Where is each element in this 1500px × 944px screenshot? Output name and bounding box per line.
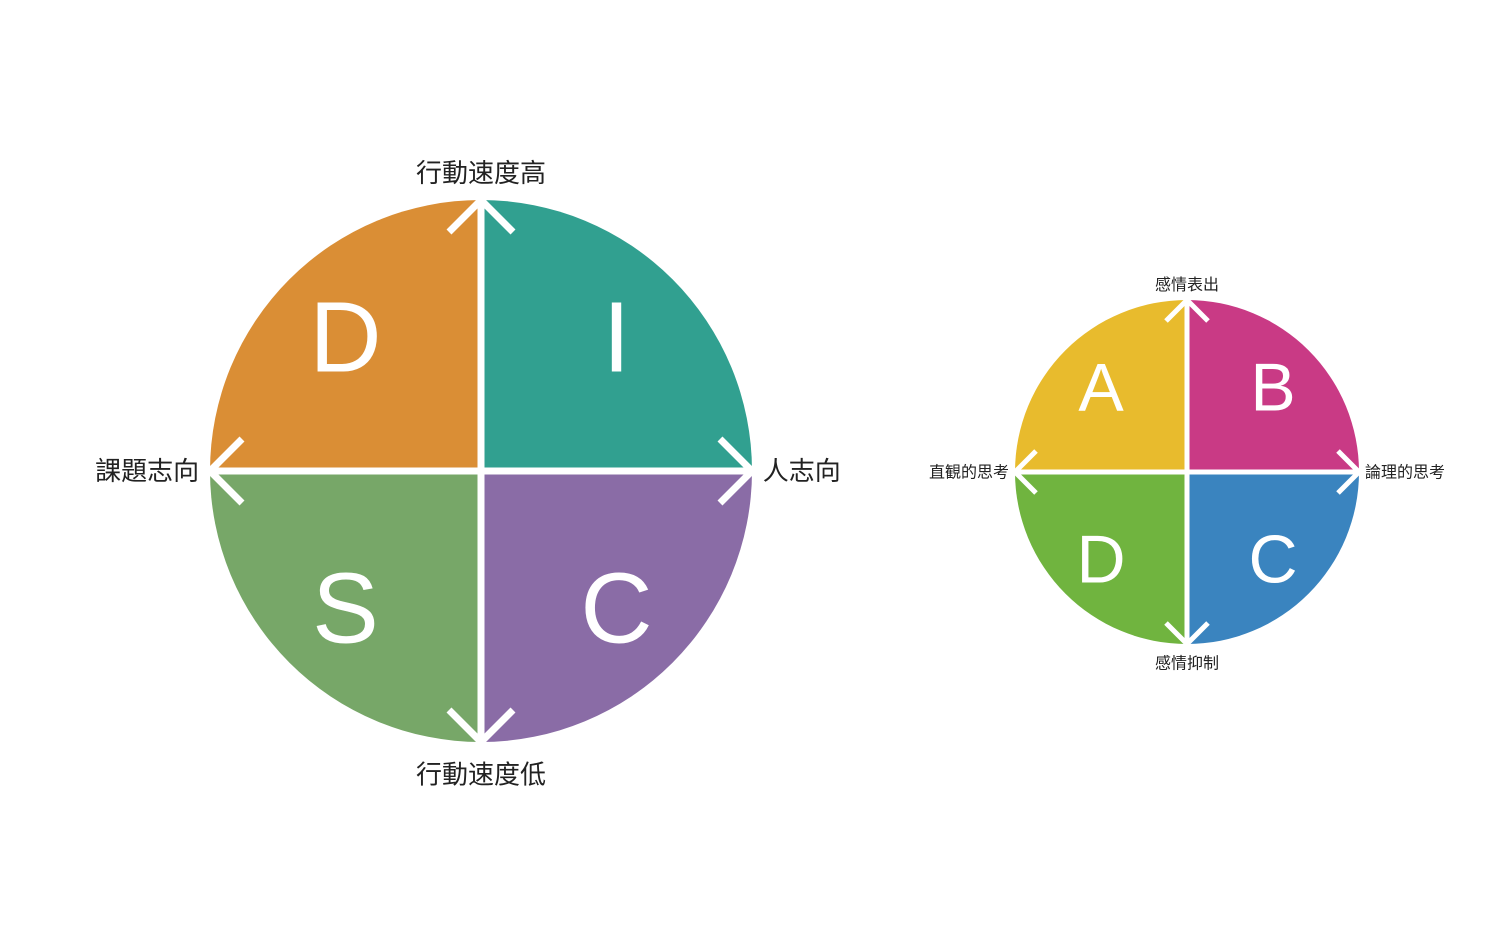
axis-label-right: 論理的思考 [1365,463,1445,482]
quadrant-c [1187,472,1359,644]
arrowhead-down-icon [1164,621,1210,648]
quadrant-letter: I [603,282,631,394]
arrowhead-up-icon [446,195,516,235]
axis-label-left: 直観的思考 [929,463,1009,482]
quadrant-letter: C [580,553,652,665]
axis-label-top: 感情表出 [1155,275,1219,294]
quadrant-letter: S [312,553,379,665]
quadrant-c [481,471,752,742]
arrowhead-up-icon [1164,296,1210,323]
axis-label-bottom: 行動速度低 [416,760,546,790]
axis-label-top: 行動速度高 [416,159,546,189]
arrowhead-down-icon [446,707,516,747]
quadrant-d [210,200,481,471]
axis-label-right: 人志向 [763,457,841,487]
arrowhead-left-icon [1011,449,1038,495]
quadrant-d [1015,472,1187,644]
axis-label-left: 課題志向 [95,457,199,487]
quadrant-letter: D [309,282,381,394]
quadrant-letter: B [1250,349,1295,425]
quadrant-letter: C [1248,521,1297,597]
arrowhead-left-icon [205,436,245,506]
quadrant-s [210,471,481,742]
arrowhead-right-icon [1336,449,1363,495]
quadrant-letter: D [1076,521,1125,597]
quadrant-letter: A [1078,349,1124,425]
arrowhead-right-icon [717,436,757,506]
quadrant-i [481,200,752,471]
quadrant-b [1187,300,1359,472]
axis-label-bottom: 感情抑制 [1155,653,1219,672]
quadrant-a [1015,300,1187,472]
